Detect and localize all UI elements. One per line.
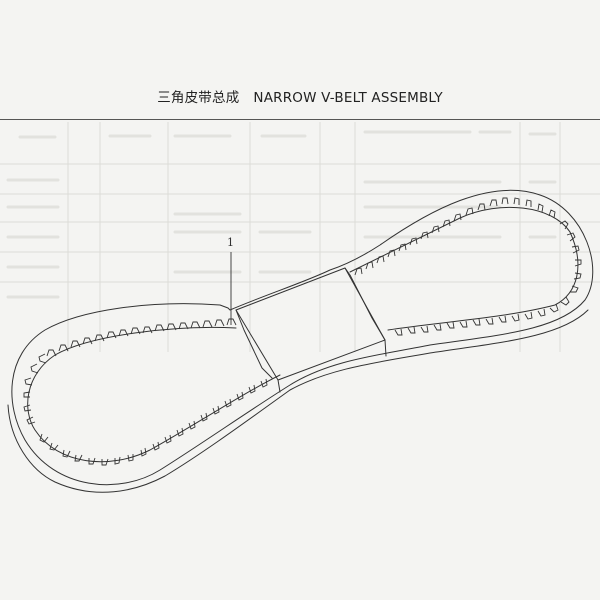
page-title: 三角皮带总成 NARROW V-BELT ASSEMBLY — [0, 86, 600, 106]
belt-teeth-right — [354, 197, 582, 336]
bleed-through-table — [0, 122, 600, 352]
belt-center-inner-left — [235, 309, 273, 379]
header-rule — [0, 119, 600, 120]
belt-teeth-left — [23, 318, 268, 466]
belt-bottom-edge — [7, 309, 589, 493]
belt-center-inner-right — [344, 267, 386, 341]
belt-center-segment — [235, 267, 386, 381]
page-title-chinese: 三角皮带总成 — [157, 90, 240, 106]
belt-outer-edge — [11, 189, 594, 486]
belt-center-lower-edge — [277, 339, 387, 393]
belt-inner-edge — [27, 206, 579, 463]
page-title-english: NARROW V-BELT ASSEMBLY — [253, 90, 443, 106]
callout-1-label: 1 — [227, 236, 234, 249]
